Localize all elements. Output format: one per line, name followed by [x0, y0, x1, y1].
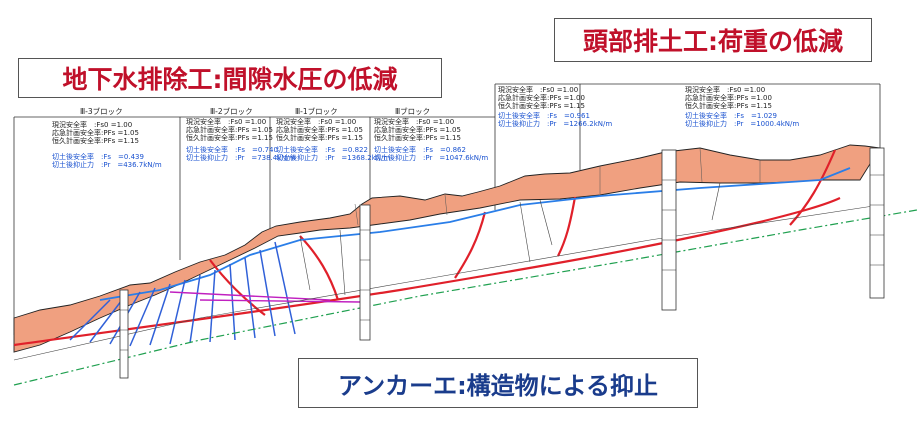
- table-line: 恒久計画安全率:PFs =1.15: [276, 133, 363, 142]
- table-line: 現況安全率 :Fs0 =1.00: [52, 120, 132, 129]
- table-line: 切土後抑止力 :Pr =436.7kN/m: [52, 160, 162, 169]
- callout-anchor: アンカーエ:構造物による抑止: [298, 358, 698, 408]
- block-boundary-lines: [13, 83, 881, 335]
- table-line: 切土後抑止力 :Pr =1368.2kN/m: [276, 153, 390, 162]
- table-line: 応急計画安全率:PFs =1.00: [685, 93, 772, 102]
- geologic-lines: [13, 182, 881, 361]
- safety-table: 現況安全率 :Fs0 =1.00 応急計画安全率:PFs =1.05 恒久計画安…: [276, 117, 390, 162]
- safety-table: 現況安全率 :Fs0 =1.00 応急計画安全率:PFs =1.00 恒久計画安…: [685, 85, 799, 128]
- table-line: 切土後安全率 :Fs =0.740: [186, 145, 278, 154]
- safety-table: 現況安全率 :Fs0 =1.00 応急計画安全率:PFs =1.05 恒久計画安…: [52, 120, 162, 169]
- table-line: 切土後抑止力 :Pr =1266.2kN/m: [498, 119, 612, 128]
- table-line: 恒久計画安全率:PFs =1.15: [52, 136, 139, 145]
- block-label: Ⅲブロック: [395, 106, 430, 116]
- safety-table: 現況安全率 :Fs0 =1.00 応急計画安全率:PFs =1.05 恒久計画安…: [186, 117, 296, 162]
- table-line: 切土後抑止力 :Pr =738.4kN/m: [186, 153, 296, 162]
- ground-soil-body: [13, 144, 881, 353]
- safety-table: 現況安全率 :Fs0 =1.00 応急計画安全率:PFs =1.00 恒久計画安…: [498, 85, 612, 128]
- table-line: 切土後抑止力 :Pr =1047.6kN/m: [374, 153, 488, 162]
- table-line: 応急計画安全率:PFs =1.05: [276, 125, 363, 134]
- table-line: 切土後安全率 :Fs =1.029: [685, 111, 777, 120]
- table-line: 現況安全率 :Fs0 =1.00: [276, 117, 356, 126]
- table-line: 切土後安全率 :Fs =0.822: [276, 145, 368, 154]
- groundwater-drains: [99, 167, 851, 301]
- table-line: 現況安全率 :Fs0 =1.00: [498, 85, 578, 94]
- table-line: 切土後安全率 :Fs =0.439: [52, 152, 144, 161]
- horizontal-drains: [169, 291, 361, 303]
- table-line: 現況安全率 :Fs0 =1.00: [374, 117, 454, 126]
- table-line: 恒久計画安全率:PFs =1.15: [498, 101, 585, 110]
- table-line: 恒久計画安全率:PFs =1.15: [374, 133, 461, 142]
- table-line: 恒久計画安全率:PFs =1.15: [685, 101, 772, 110]
- callout-head-removal: 頭部排土工:荷重の低減: [554, 18, 872, 62]
- table-line: 恒久計画安全率:PFs =1.15: [186, 133, 273, 142]
- table-line: 現況安全率 :Fs0 =1.00: [186, 117, 266, 126]
- callout-groundwater-drainage: 地下水排除工:間隙水圧の低減: [18, 58, 442, 98]
- table-line: 現況安全率 :Fs0 =1.00: [685, 85, 765, 94]
- reference-line: [13, 209, 917, 386]
- block-labels: Ⅲ-3ブロック Ⅲ-2ブロック Ⅲ-1ブロック Ⅲブロック: [80, 106, 430, 116]
- block-label: Ⅲ-3ブロック: [80, 106, 123, 116]
- table-line: 切土後安全率 :Fs =0.862: [374, 145, 466, 154]
- boreholes: [119, 147, 885, 379]
- slip-surfaces: [13, 149, 841, 347]
- table-line: 切土後安全率 :Fs =0.961: [498, 111, 590, 120]
- block-label: Ⅲ-1ブロック: [295, 106, 338, 116]
- table-line: 応急計画安全率:PFs =1.05: [52, 128, 139, 137]
- table-line: 切土後抑止力 :Pr =1000.4kN/m: [685, 119, 799, 128]
- safety-table: 現況安全率 :Fs0 =1.00 応急計画安全率:PFs =1.05 恒久計画安…: [374, 117, 488, 162]
- table-line: 応急計画安全率:PFs =1.05: [374, 125, 461, 134]
- anchor-rods: [69, 241, 296, 347]
- block-label: Ⅲ-2ブロック: [210, 106, 253, 116]
- table-line: 応急計画安全率:PFs =1.05: [186, 125, 273, 134]
- table-line: 応急計画安全率:PFs =1.00: [498, 93, 585, 102]
- slope-texture: [354, 147, 761, 226]
